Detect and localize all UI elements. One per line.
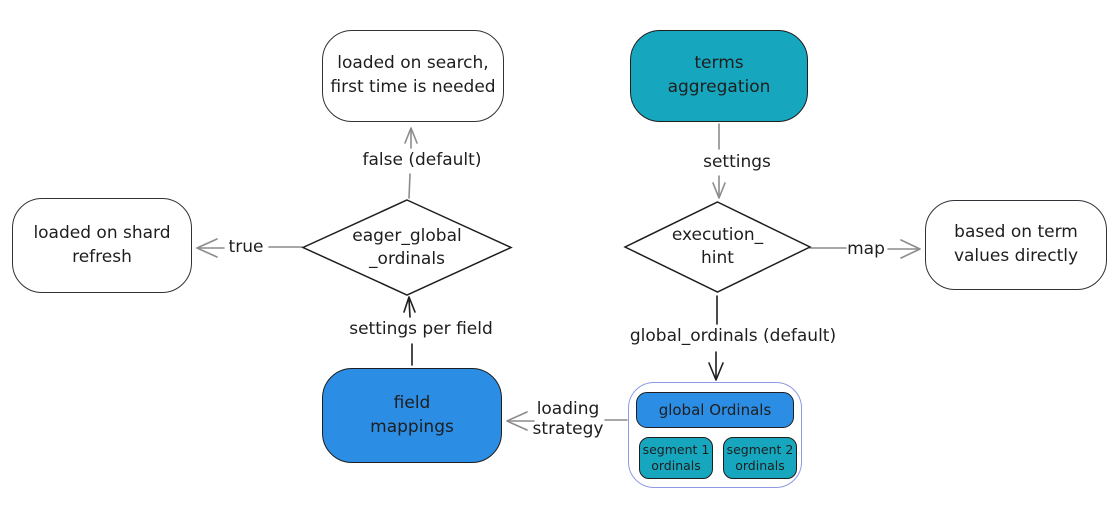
node-loaded-on-search: loaded on search, first time is needed <box>322 30 504 122</box>
node-text-line: based on term <box>954 222 1078 243</box>
node-text-line: global Ordinals <box>658 401 772 419</box>
node-text-line: field <box>393 392 431 413</box>
node-text-line: segment 1 <box>642 442 710 458</box>
arrow-true <box>196 238 303 258</box>
node-text-line: ordinals <box>651 458 701 473</box>
diamond-shape <box>301 199 513 296</box>
node-segment-2-ordinals: segment 2 ordinals <box>723 437 797 479</box>
decision-eager-global-ordinals: eager_global _ordinals <box>301 199 513 296</box>
arrow-global-ordinals-default <box>708 295 724 381</box>
node-text-line: first time is needed <box>330 77 496 97</box>
node-text-line: loaded on search, <box>337 53 489 74</box>
edge-label-map: map <box>847 239 885 259</box>
edge-label-line: strategy <box>532 419 604 440</box>
node-text-line: segment 2 <box>726 442 794 458</box>
edge-label-false-default: false (default) <box>362 150 482 170</box>
edge-label-settings-per-field: settings per field <box>349 319 493 339</box>
arrow-settings <box>712 123 726 199</box>
node-based-on-term-values: based on term values directly <box>925 200 1107 290</box>
node-text-line: eager_global <box>352 225 462 246</box>
node-text-line: loaded on shard <box>33 222 171 243</box>
node-loaded-on-shard-refresh: loaded on shard refresh <box>12 198 192 293</box>
node-text-line: _ordinals <box>369 248 445 269</box>
edge-label-line: loading <box>536 399 600 419</box>
node-text-line: values directly <box>953 246 1079 266</box>
arrow-false-default <box>404 127 418 199</box>
node-segment-1-ordinals: segment 1 ordinals <box>639 437 713 479</box>
decision-execution-hint: execution_ hint <box>623 201 812 293</box>
node-text-line: terms <box>694 53 744 74</box>
edge-label-true: true <box>228 237 264 257</box>
edge-label-settings: settings <box>703 152 771 172</box>
arrow-loading-strategy <box>506 411 628 431</box>
node-field-mappings: field mappings <box>322 368 502 463</box>
node-text-line: refresh <box>72 246 132 267</box>
diamond-text: eager_global _ordinals <box>302 199 512 296</box>
arrow-settings-per-field <box>403 296 416 366</box>
node-global-ordinals: global Ordinals <box>636 392 794 428</box>
edge-label-loading-strategy: loading strategy <box>533 399 604 440</box>
node-text-line: aggregation <box>667 77 771 97</box>
node-terms-aggregation: terms aggregation <box>630 30 808 122</box>
node-text-line: execution_ <box>671 225 764 246</box>
diamond-shape <box>623 201 812 293</box>
arrow-map <box>809 239 921 259</box>
group-global-ordinals: global Ordinals segment 1 ordinals segme… <box>628 382 802 488</box>
edge-label-global-ordinals-default: global_ordinals (default) <box>629 326 837 346</box>
diamond-text: execution_ hint <box>624 201 811 293</box>
node-text-line: ordinals <box>735 458 785 473</box>
node-text-line: mappings <box>370 416 454 437</box>
node-text-line: hint <box>701 248 734 268</box>
